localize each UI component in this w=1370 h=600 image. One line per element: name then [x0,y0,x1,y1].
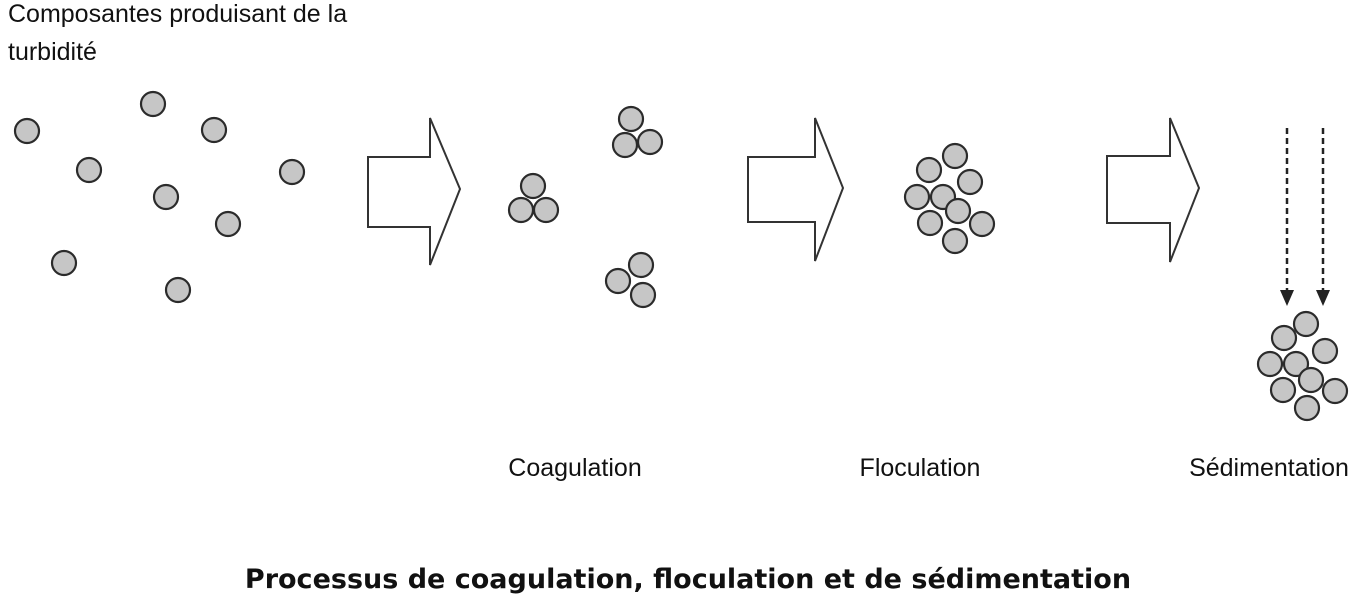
particle [916,209,944,237]
particle [941,227,969,255]
particle [152,183,180,211]
particle [1311,337,1339,365]
turbidity-label-line2: turbidité [8,38,97,66]
particle [611,131,639,159]
particle [532,196,560,224]
particle [956,168,984,196]
particle [13,117,41,145]
falling-arrow-icon [1280,128,1294,306]
particle [968,210,996,238]
particle-cluster [604,251,657,309]
particle [507,196,535,224]
particle [627,251,655,279]
particle [519,172,547,200]
particle [941,142,969,170]
particle [164,276,192,304]
stage-label-coagulation: Coagulation [508,454,641,482]
particle [75,156,103,184]
particle [604,267,632,295]
particle-cluster [507,172,560,224]
particle [1282,350,1310,378]
stage-label-floculation: Floculation [860,454,981,482]
particle [1321,377,1349,405]
particle [1293,394,1321,422]
sediment-cluster [1256,310,1349,422]
stage-label-sedimentation: Sédimentation [1189,454,1349,482]
particle-cluster [611,105,664,159]
falling-arrow-icon [1316,128,1330,306]
particle [1292,310,1320,338]
turbidity-label-line1: Composantes produisant de la [8,0,347,28]
particle [915,156,943,184]
dispersed-particles [13,90,306,304]
particle [1256,350,1284,378]
particle [50,249,78,277]
particle [944,197,972,225]
coagulation-clusters [507,105,664,309]
process-arrow-icon [747,117,845,262]
particle [617,105,645,133]
process-arrow-icon [367,117,462,266]
floc-cluster [903,142,996,255]
diagram-caption: Processus de coagulation, floculation et… [245,564,1131,595]
particle [139,90,167,118]
process-arrow-icon [1106,117,1201,263]
particle [214,210,242,238]
particle [1270,324,1298,352]
particle [200,116,228,144]
particle [1269,376,1297,404]
particle [629,281,657,309]
particle [1297,366,1325,394]
particle [278,158,306,186]
particle [903,183,931,211]
particle [636,128,664,156]
